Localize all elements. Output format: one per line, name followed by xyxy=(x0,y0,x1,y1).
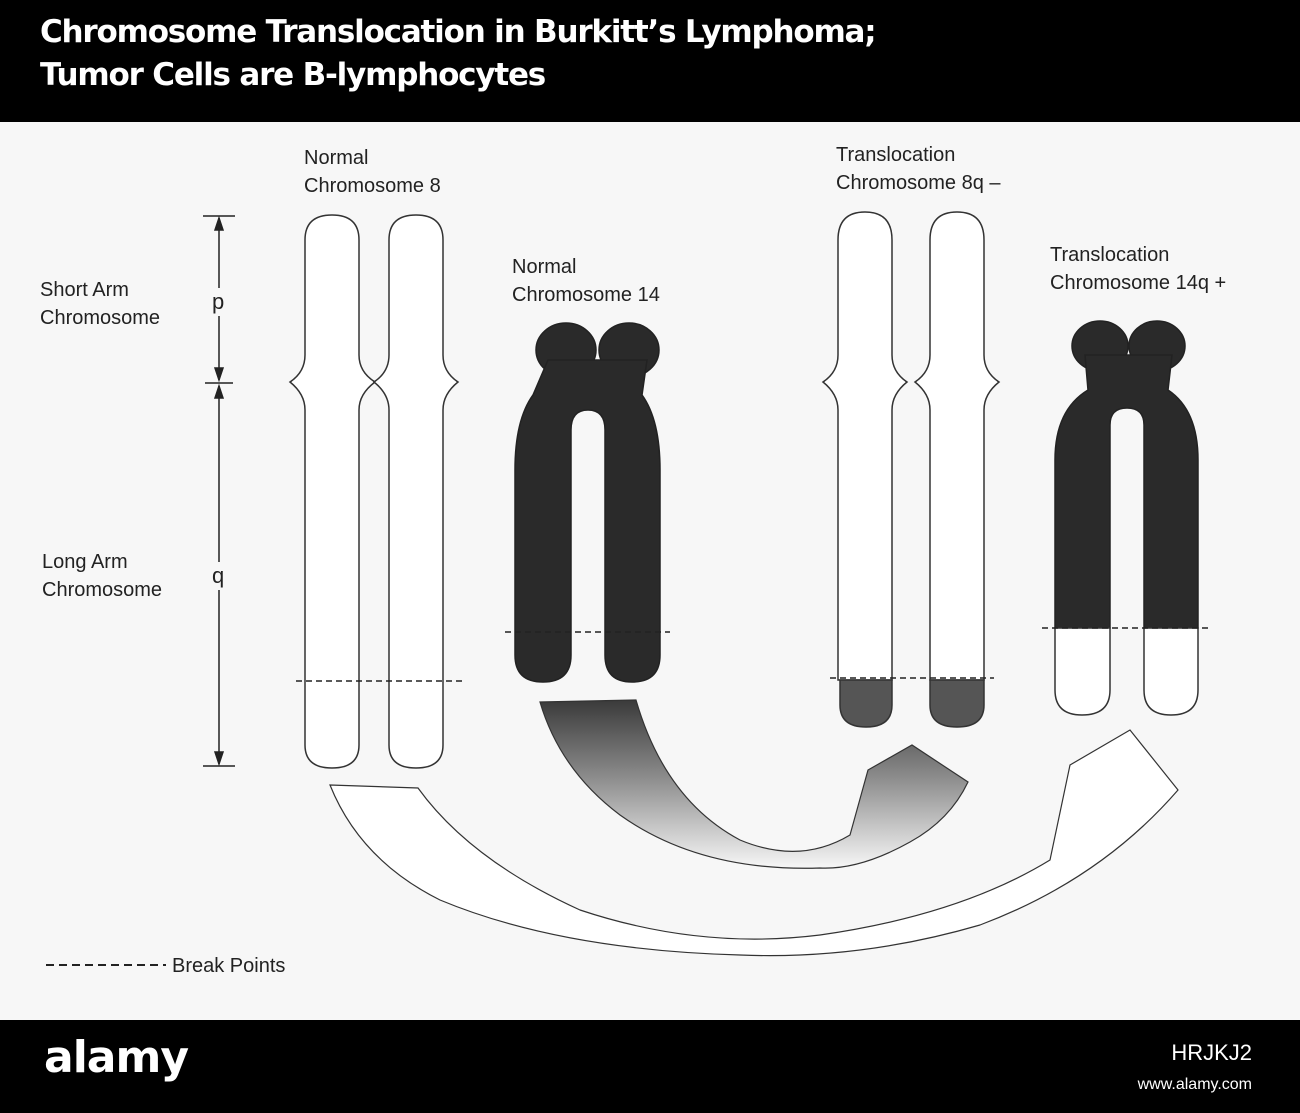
translocation-chromosome-14q xyxy=(1054,320,1199,716)
label-text: Short Arm xyxy=(40,279,129,301)
transfer-arrow-8-to-14 xyxy=(329,729,1179,957)
normal-chromosome-8 xyxy=(288,214,460,769)
label-q: q xyxy=(210,562,227,590)
pq-scale xyxy=(203,215,235,767)
footer-banner: alamy HRJKJ2 www.alamy.com xyxy=(0,1020,1300,1113)
label-text: Chromosome 8 xyxy=(304,175,441,197)
label-text: Normal xyxy=(512,256,577,278)
title-line-1: Chromosome Translocation in Burkitt’s Ly… xyxy=(40,14,877,50)
title-banner: Chromosome Translocation in Burkitt’s Ly… xyxy=(0,0,1300,122)
transfer-arrow-14-to-8 xyxy=(539,699,969,869)
label-normal-chromosome-14: Normal Chromosome 14 xyxy=(512,253,660,309)
label-text: Chromosome 14q + xyxy=(1050,272,1227,294)
translocation-chromosome-8q xyxy=(821,211,1001,728)
label-text: Normal xyxy=(304,147,369,169)
label-translocation-chromosome-14q: Translocation Chromosome 14q + xyxy=(1050,241,1226,297)
label-text: Chromosome xyxy=(42,579,163,601)
diagram-area: Normal Chromosome 8 Normal Chromosome 14… xyxy=(0,122,1300,1020)
site-url: www.alamy.com xyxy=(1137,1076,1252,1093)
label-text: Translocation xyxy=(836,144,956,166)
label-text: Chromosome xyxy=(40,307,161,329)
label-text: Chromosome 14 xyxy=(512,284,660,306)
normal-chromosome-14 xyxy=(514,322,661,683)
label-short-arm: Short Arm Chromosome xyxy=(40,276,160,332)
title-line-2: Tumor Cells are B-lymphocytes xyxy=(40,57,546,93)
legend-break-points: Break Points xyxy=(172,955,286,977)
brand-logo: alamy xyxy=(44,1032,189,1083)
label-text: Translocation xyxy=(1050,244,1170,266)
label-translocation-chromosome-8q: Translocation Chromosome 8q – xyxy=(836,141,1001,197)
label-text: Chromosome 8q – xyxy=(836,172,1001,194)
translocation-diagram xyxy=(46,211,1208,966)
image-id: HRJKJ2 xyxy=(1171,1040,1252,1065)
label-long-arm: Long Arm Chromosome xyxy=(42,548,162,604)
label-p: p xyxy=(210,288,227,316)
label-text: Long Arm xyxy=(42,551,128,573)
label-normal-chromosome-8: Normal Chromosome 8 xyxy=(304,144,441,200)
